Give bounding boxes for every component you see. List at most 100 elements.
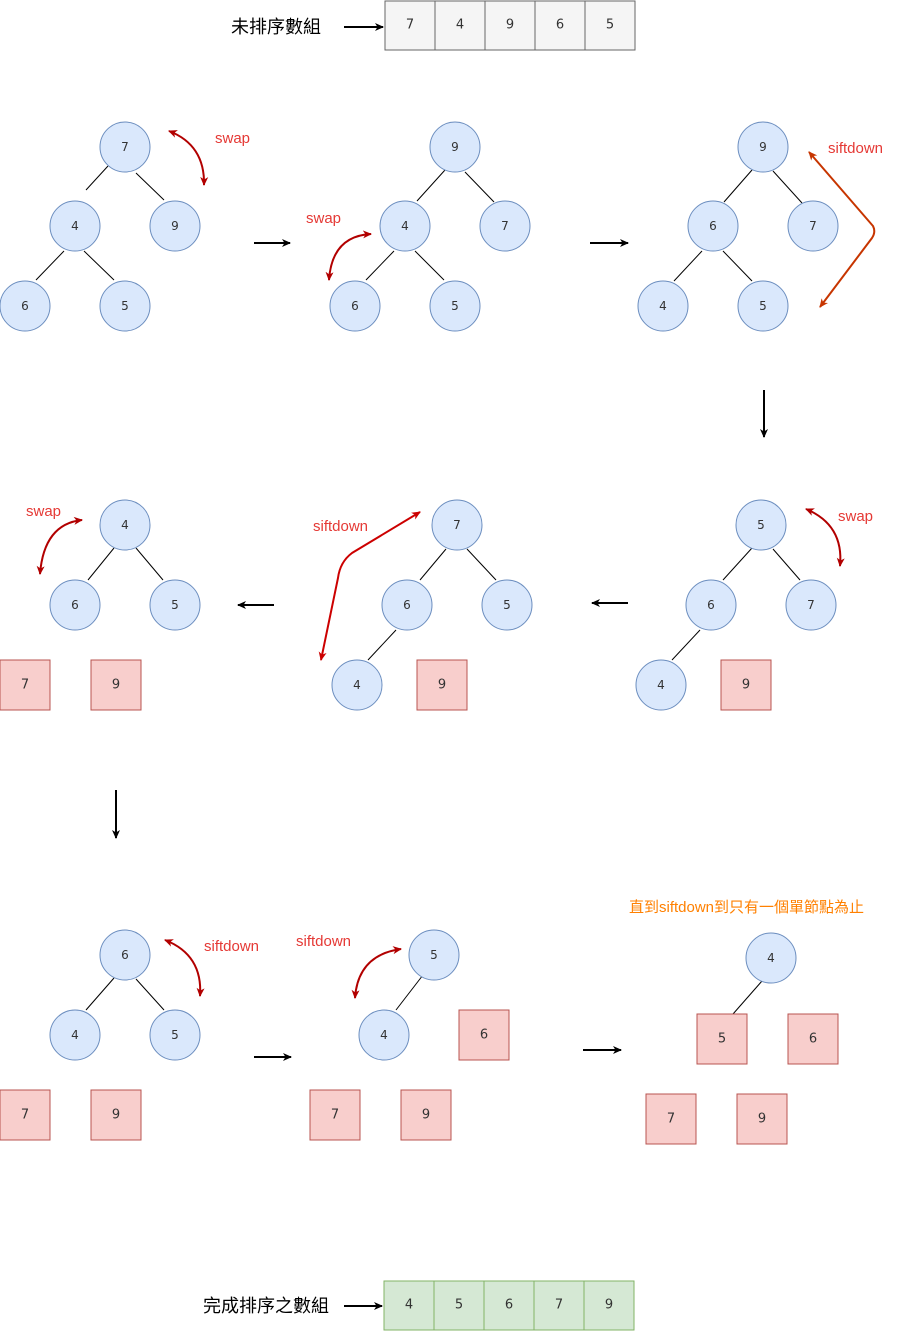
node-value: 7 bbox=[121, 140, 129, 154]
siftdown-arrow bbox=[351, 946, 402, 999]
siftdown-arrow bbox=[808, 151, 876, 308]
node-value: 9 bbox=[451, 140, 459, 154]
node-value: 5 bbox=[171, 1028, 179, 1042]
unsorted-cell: 5 bbox=[606, 18, 614, 33]
sorted-cell: 9 bbox=[605, 1298, 613, 1313]
node-value: 4 bbox=[657, 678, 665, 692]
sorted-element: 9 bbox=[416, 659, 468, 711]
node-value: 5 bbox=[718, 1032, 726, 1047]
tree-edge bbox=[416, 169, 446, 202]
tree-edge bbox=[367, 629, 397, 661]
tree-edge bbox=[414, 250, 445, 281]
heap-node: 4 bbox=[745, 932, 797, 984]
node-value: 4 bbox=[380, 1028, 388, 1042]
tree-edge bbox=[419, 548, 447, 581]
heap-node: 4 bbox=[358, 1009, 410, 1061]
node-value: 5 bbox=[121, 299, 129, 313]
sorted-element: 6 bbox=[787, 1013, 839, 1065]
node-value: 9 bbox=[112, 1108, 120, 1123]
node-value: 6 bbox=[480, 1028, 488, 1043]
heap-node: 4 bbox=[331, 659, 383, 711]
unsorted-cell: 4 bbox=[456, 18, 464, 33]
tree-edge bbox=[35, 250, 65, 281]
tree-edge bbox=[723, 169, 753, 203]
node-value: 7 bbox=[667, 1112, 675, 1127]
sorted-array-label: 完成排序之數組 bbox=[203, 1296, 329, 1317]
heap-node: 4 bbox=[637, 280, 689, 332]
tree-edge bbox=[722, 250, 753, 282]
tree-edge bbox=[722, 547, 753, 581]
tree-edge bbox=[772, 170, 803, 204]
heap-node: 5 bbox=[737, 280, 789, 332]
heap-node: 7 bbox=[99, 121, 151, 173]
sorted-element: 7 bbox=[0, 659, 51, 711]
tree-edge bbox=[395, 974, 424, 1011]
step-3-tree: 9 6 7 4 5 bbox=[637, 121, 839, 332]
heap-node: 7 bbox=[479, 200, 531, 252]
tree-edge bbox=[464, 171, 495, 203]
sorted-cell: 5 bbox=[455, 1298, 463, 1313]
sorted-element: 9 bbox=[400, 1089, 452, 1141]
sorted-element: 7 bbox=[0, 1089, 51, 1141]
node-value: 6 bbox=[21, 299, 29, 313]
tree-edge bbox=[365, 250, 395, 281]
node-value: 7 bbox=[21, 678, 29, 693]
node-value: 7 bbox=[21, 1108, 29, 1123]
heap-node: 7 bbox=[431, 499, 483, 551]
sorted-element: 7 bbox=[309, 1089, 361, 1141]
heap-node: 6 bbox=[381, 579, 433, 631]
step-7-tree: 6 4 5 bbox=[49, 929, 201, 1061]
siftdown-arrow bbox=[164, 939, 205, 997]
node-value: 5 bbox=[451, 299, 459, 313]
step-8-tree: 5 4 bbox=[358, 929, 460, 1061]
heap-node: 9 bbox=[149, 200, 201, 252]
sorted-element: 7 bbox=[645, 1093, 697, 1145]
tree-edge bbox=[732, 980, 763, 1015]
sorted-element: 9 bbox=[90, 1089, 142, 1141]
sorted-element: 9 bbox=[90, 659, 142, 711]
sorted-cell: 4 bbox=[405, 1298, 413, 1313]
swap-label: swap bbox=[306, 210, 341, 227]
node-value: 9 bbox=[112, 678, 120, 693]
node-value: 4 bbox=[767, 951, 775, 965]
heap-node: 6 bbox=[687, 200, 739, 252]
sorted-cell: 7 bbox=[555, 1298, 563, 1313]
node-value: 6 bbox=[121, 948, 129, 962]
node-value: 5 bbox=[503, 598, 511, 612]
tree-edge bbox=[83, 250, 115, 281]
node-value: 5 bbox=[759, 299, 767, 313]
node-value: 6 bbox=[403, 598, 411, 612]
tree-edge bbox=[135, 172, 165, 201]
sorted-element: 6 bbox=[458, 1009, 510, 1061]
node-value: 7 bbox=[331, 1108, 339, 1123]
swap-label: swap bbox=[215, 130, 250, 147]
node-value: 9 bbox=[171, 219, 179, 233]
tree-edge bbox=[85, 977, 115, 1011]
unsorted-cell: 9 bbox=[506, 18, 514, 33]
heap-node: 4 bbox=[49, 200, 101, 252]
step-6-tree: 4 6 5 bbox=[49, 499, 201, 631]
node-value: 4 bbox=[401, 219, 409, 233]
heap-node: 4 bbox=[49, 1009, 101, 1061]
heap-node: 5 bbox=[149, 579, 201, 631]
node-value: 9 bbox=[758, 1112, 766, 1127]
swap-arrow bbox=[168, 130, 209, 186]
node-value: 4 bbox=[659, 299, 667, 313]
termination-note: 直到siftdown到只有一個單節點為止 bbox=[629, 898, 864, 916]
step-2-tree: 9 4 7 6 5 bbox=[329, 121, 531, 332]
heap-node: 9 bbox=[737, 121, 789, 173]
node-value: 5 bbox=[430, 948, 438, 962]
step-1-tree: 7 4 9 6 5 bbox=[0, 121, 201, 332]
node-value: 4 bbox=[71, 219, 79, 233]
node-value: 9 bbox=[742, 678, 750, 693]
unsorted-cell: 7 bbox=[406, 18, 414, 33]
siftdown-arrow bbox=[318, 511, 421, 661]
sorted-cell: 6 bbox=[505, 1298, 513, 1313]
sorted-element: 9 bbox=[736, 1093, 788, 1145]
node-value: 7 bbox=[807, 598, 815, 612]
heap-node: 5 bbox=[408, 929, 460, 981]
heap-node: 6 bbox=[329, 280, 381, 332]
heap-node: 5 bbox=[99, 280, 151, 332]
node-value: 6 bbox=[709, 219, 717, 233]
node-value: 5 bbox=[757, 518, 765, 532]
